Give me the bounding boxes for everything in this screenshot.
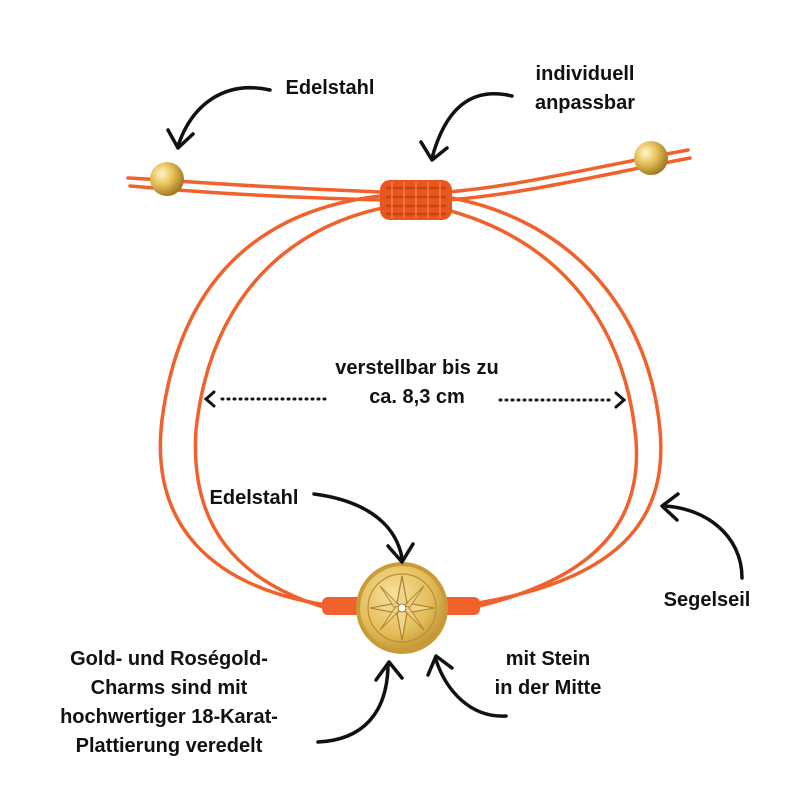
label-line: in der Mitte	[494, 677, 602, 699]
label-text: Edelstahl	[285, 77, 375, 99]
label-text: Segelseil	[663, 589, 751, 611]
label-edelstahl-charm: Edelstahl	[176, 484, 332, 513]
label-line: individuell	[535, 63, 635, 85]
label-size-range: verstellbar bis zu ca. 8,3 cm	[300, 354, 534, 412]
dotted-double-arrow-icon	[203, 390, 627, 409]
label-individuell-anpassbar: individuell anpassbar	[500, 60, 670, 118]
label-line: ca. 8,3 cm	[369, 386, 465, 408]
label-line: mit Stein	[505, 648, 591, 670]
label-line: Charms sind mit	[90, 677, 248, 699]
label-center-stone: mit Stein in der Mitte	[466, 645, 630, 703]
gold-bead-right	[634, 141, 668, 175]
label-line: verstellbar bis zu	[335, 357, 499, 379]
label-segelseil: Segelseil	[640, 586, 774, 615]
label-line: Gold- und Roségold-	[70, 648, 268, 670]
sliding-knot	[380, 180, 452, 220]
label-text: Edelstahl	[209, 487, 299, 509]
label-line: Plattierung veredelt	[75, 735, 263, 757]
compass-charm	[356, 562, 448, 654]
label-line: hochwertiger 18-Karat-	[60, 706, 278, 728]
orange-cord	[126, 148, 692, 615]
label-edelstahl-bead: Edelstahl	[250, 74, 410, 103]
label-plating-note: Gold- und Roségold- Charms sind mit hoch…	[14, 645, 324, 761]
gold-bead-left	[150, 162, 184, 196]
curved-arrow-icon	[166, 86, 744, 744]
label-line: anpassbar	[534, 92, 636, 114]
gemstone-icon	[397, 603, 407, 613]
compass-rose-icon	[369, 575, 435, 641]
